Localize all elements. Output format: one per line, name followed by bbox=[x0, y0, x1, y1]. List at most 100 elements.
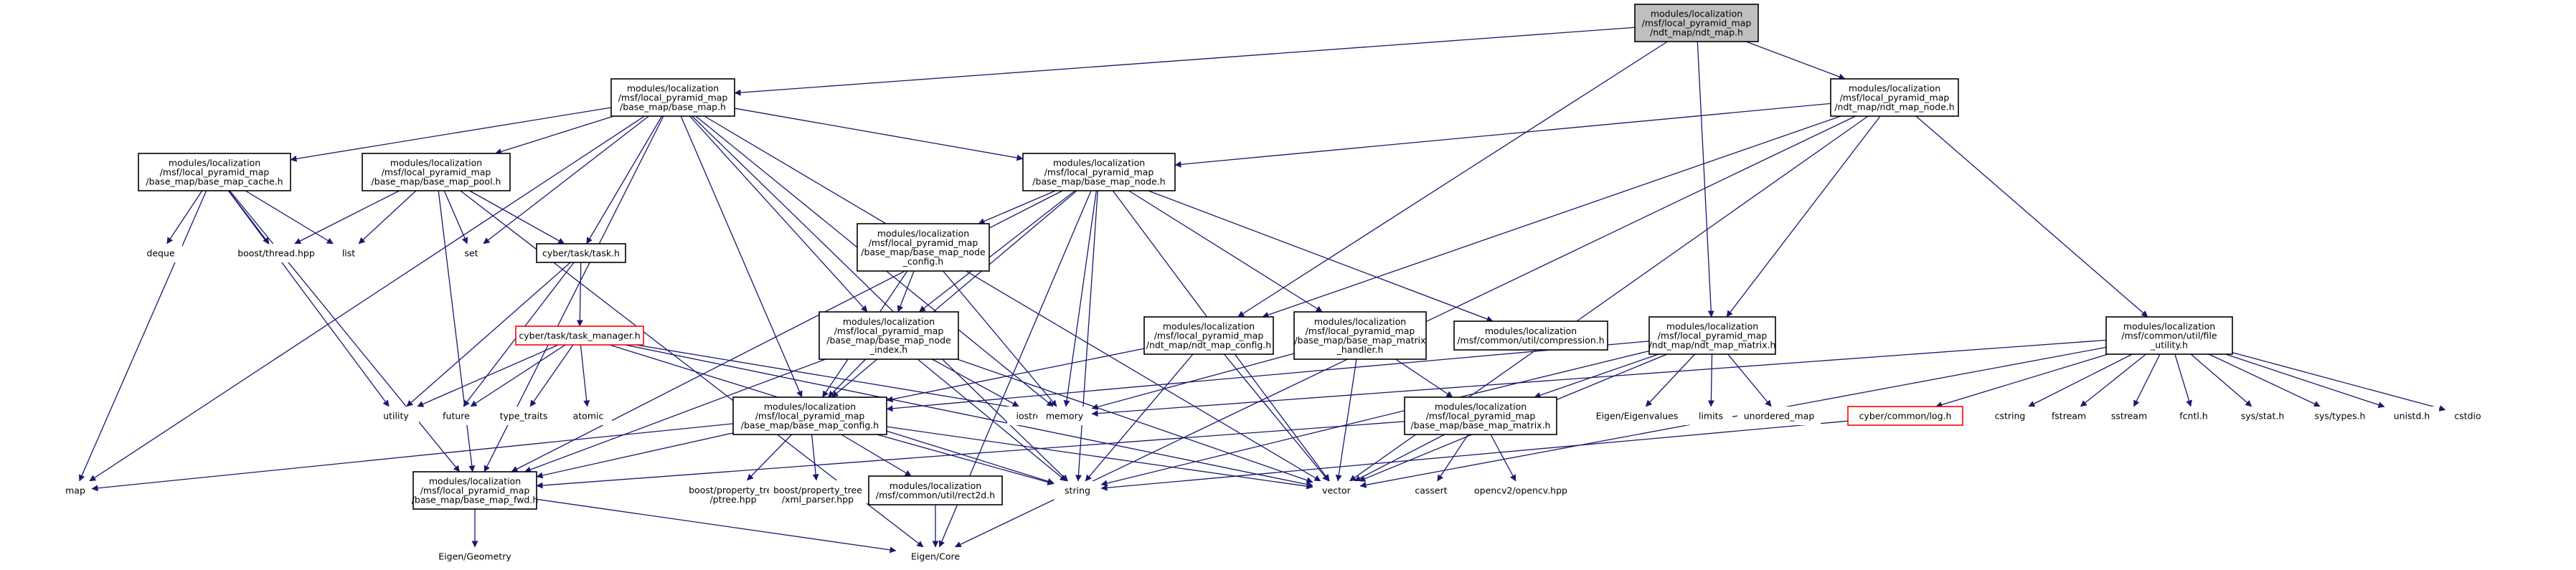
node-label-line: /ptree.hpp bbox=[709, 494, 756, 505]
dependency-edges bbox=[78, 27, 2446, 554]
node-utility[interactable]: utility bbox=[373, 407, 419, 425]
edge-base_map_h-to-base_map_cache_h bbox=[290, 107, 612, 162]
node-sys_types_h[interactable]: sys/types.h bbox=[2306, 407, 2374, 425]
node-ndt_map_config_h[interactable]: modules/localization/msf/local_pyramid_m… bbox=[1143, 316, 1274, 355]
node-cstring[interactable]: cstring bbox=[1986, 407, 2034, 425]
node-sys_stat_h[interactable]: sys/stat.h bbox=[2232, 407, 2293, 425]
node-box bbox=[868, 475, 1003, 505]
node-string[interactable]: string bbox=[1054, 481, 1101, 500]
node-map[interactable]: map bbox=[59, 481, 92, 500]
edge-base_map_cache_h-to-utility bbox=[227, 190, 390, 407]
node-base_map_h[interactable]: modules/localization/msf/local_pyramid_m… bbox=[610, 78, 735, 117]
node-set[interactable]: set bbox=[456, 244, 487, 262]
node-limits[interactable]: limits bbox=[1689, 407, 1732, 425]
node-boost_ptree[interactable]: boost/property_tree/ptree.hpp bbox=[684, 480, 782, 509]
node-label-line: fcntl.h bbox=[2179, 411, 2207, 422]
node-label-line: modules/localization bbox=[1053, 158, 1145, 168]
node-label-line: /msf/local_pyramid_map bbox=[1426, 411, 1536, 422]
edge-base_map_node_index_h-to-base_map_fwd_h bbox=[524, 358, 826, 473]
node-eigen_geometry[interactable]: Eigen/Geometry bbox=[429, 547, 521, 566]
node-base_map_fwd_h[interactable]: modules/localization/msf/local_pyramid_m… bbox=[412, 471, 539, 510]
node-fcntl_h[interactable]: fcntl.h bbox=[2172, 407, 2215, 425]
node-label-line: _handler.h bbox=[1336, 344, 1384, 355]
edge-root-to-ndt_map_matrix_h bbox=[1697, 41, 1714, 318]
node-base_map_pool_h[interactable]: modules/localization/msf/local_pyramid_m… bbox=[362, 153, 511, 191]
edge-base_map_node_config_h-to-memory bbox=[943, 270, 1057, 407]
edge-ndt_map_matrix_h-to-eigen_eigenvalues bbox=[1645, 353, 1696, 407]
node-type_traits[interactable]: type_traits bbox=[490, 407, 557, 425]
node-label-line: modules/localization bbox=[627, 83, 719, 94]
edge-file_utility_h-to-unistd_h bbox=[2225, 353, 2385, 408]
node-rect2d_h[interactable]: modules/localization/msf/common/util/rec… bbox=[868, 475, 1003, 505]
node-label-line: /ndt_map/ndt_map_node.h bbox=[1834, 102, 1954, 113]
node-cyber_task_h[interactable]: cyber/task/task.h bbox=[536, 243, 626, 263]
node-task_manager_h[interactable]: cyber/task/task_manager.h bbox=[515, 326, 644, 346]
node-label-line: deque bbox=[146, 248, 174, 259]
node-box bbox=[818, 311, 959, 360]
node-label-line: Eigen/Core bbox=[911, 551, 960, 562]
node-label-line: /base_map/base_map.h bbox=[620, 102, 726, 113]
node-label-line: _utility.h bbox=[2150, 340, 2188, 351]
node-cassert[interactable]: cassert bbox=[1406, 481, 1456, 500]
edge-base_map_pool_h-to-list bbox=[358, 190, 417, 244]
edge-base_map_node_index_h-to-string bbox=[917, 358, 1067, 482]
edge-base_map_node_h-to-compression_h bbox=[1148, 190, 1494, 323]
node-eigen_core[interactable]: Eigen/Core bbox=[896, 547, 975, 566]
edge-task_manager_h-to-memory bbox=[636, 344, 1038, 414]
node-memory[interactable]: memory bbox=[1037, 407, 1092, 425]
node-label-line: map bbox=[65, 485, 85, 496]
node-box bbox=[1293, 311, 1427, 360]
node-file_utility_h[interactable]: modules/localization/msf/common/util/fil… bbox=[2105, 316, 2233, 355]
node-label-line: list bbox=[342, 248, 355, 259]
node-label-line: /base_map/base_map_node bbox=[826, 335, 951, 346]
edge-base_map_h-to-base_map_node_index_h bbox=[689, 115, 868, 313]
edge-root-to-base_map_h bbox=[734, 27, 1636, 96]
node-label-line: /msf/local_pyramid_map bbox=[1840, 92, 1950, 103]
node-box bbox=[490, 407, 557, 425]
node-base_map_matrix_handler_h[interactable]: modules/localization/msf/local_pyramid_m… bbox=[1293, 311, 1427, 360]
node-cstdio[interactable]: cstdio bbox=[2445, 407, 2490, 425]
node-future[interactable]: future bbox=[433, 407, 479, 425]
node-unordered_map[interactable]: unordered_map bbox=[1737, 407, 1821, 425]
node-fstream[interactable]: fstream bbox=[2045, 407, 2093, 425]
node-label-line: /msf/local_pyramid_map bbox=[382, 167, 491, 178]
node-label-line: atomic bbox=[573, 411, 604, 422]
node-boost_xml_parser[interactable]: boost/property_tree/xml_parser.hpp bbox=[769, 480, 867, 509]
node-eigen_eigenvalues[interactable]: Eigen/Eigenvalues bbox=[1585, 407, 1689, 425]
edge-cyber_task_h-to-utility bbox=[406, 262, 571, 407]
node-unistd_h[interactable]: unistd.h bbox=[2384, 407, 2439, 425]
node-boost_thread[interactable]: boost/thread.hpp bbox=[234, 244, 319, 262]
node-label-line: boost/thread.hpp bbox=[237, 248, 315, 259]
node-label-line: sstream bbox=[2111, 411, 2147, 422]
node-base_map_config_h[interactable]: modules/localization/msf/local_pyramid_m… bbox=[732, 396, 887, 435]
edge-log_h-to-string bbox=[1100, 420, 1849, 491]
node-box bbox=[610, 78, 735, 117]
node-atomic[interactable]: atomic bbox=[565, 407, 612, 425]
node-list[interactable]: list bbox=[333, 244, 364, 262]
node-label-line: /msf/local_pyramid_map bbox=[1658, 331, 1768, 341]
edge-ndt_map_config_h-to-vector bbox=[1223, 353, 1329, 482]
node-ndt_map_matrix_h[interactable]: modules/localization/msf/local_pyramid_m… bbox=[1648, 316, 1776, 355]
node-base_map_cache_h[interactable]: modules/localization/msf/local_pyramid_m… bbox=[138, 153, 291, 191]
node-base_map_node_h[interactable]: modules/localization/msf/local_pyramid_m… bbox=[1022, 153, 1176, 191]
node-label-line: Eigen/Eigenvalues bbox=[1596, 411, 1679, 422]
edge-base_map_node_index_h-to-base_map_config_h bbox=[828, 358, 867, 398]
edge-base_map_cache_h-to-map bbox=[78, 190, 207, 482]
node-label-line: /msf/local_pyramid_map bbox=[834, 326, 944, 336]
node-ndt_map_node_h[interactable]: modules/localization/msf/local_pyramid_m… bbox=[1830, 78, 1959, 117]
node-sstream[interactable]: sstream bbox=[2104, 407, 2154, 425]
node-deque[interactable]: deque bbox=[139, 244, 182, 262]
node-base_map_node_index_h[interactable]: modules/localization/msf/local_pyramid_m… bbox=[818, 311, 959, 360]
node-log_h[interactable]: cyber/common/log.h bbox=[1847, 406, 1963, 426]
node-vector[interactable]: vector bbox=[1313, 481, 1360, 500]
edge-ndt_map_matrix_h-to-string bbox=[1100, 350, 1650, 487]
node-root[interactable]: modules/localization/msf/local_pyramid_m… bbox=[1634, 4, 1759, 42]
node-base_map_node_config_h[interactable]: modules/localization/msf/local_pyramid_m… bbox=[857, 223, 990, 272]
node-label-line: cyber/common/log.h bbox=[1859, 411, 1952, 422]
node-base_map_matrix_h[interactable]: modules/localization/msf/local_pyramid_m… bbox=[1404, 396, 1557, 435]
node-opencv[interactable]: opencv2/opencv.hpp bbox=[1469, 481, 1572, 500]
edge-base_map_node_h-to-base_map_config_h bbox=[831, 190, 1077, 398]
edge-root-to-ndt_map_config_h bbox=[1237, 41, 1668, 318]
node-compression_h[interactable]: modules/localization/msf/common/util/com… bbox=[1453, 320, 1608, 351]
node-label-line: /ndt_map/ndt_map.h bbox=[1650, 27, 1743, 38]
